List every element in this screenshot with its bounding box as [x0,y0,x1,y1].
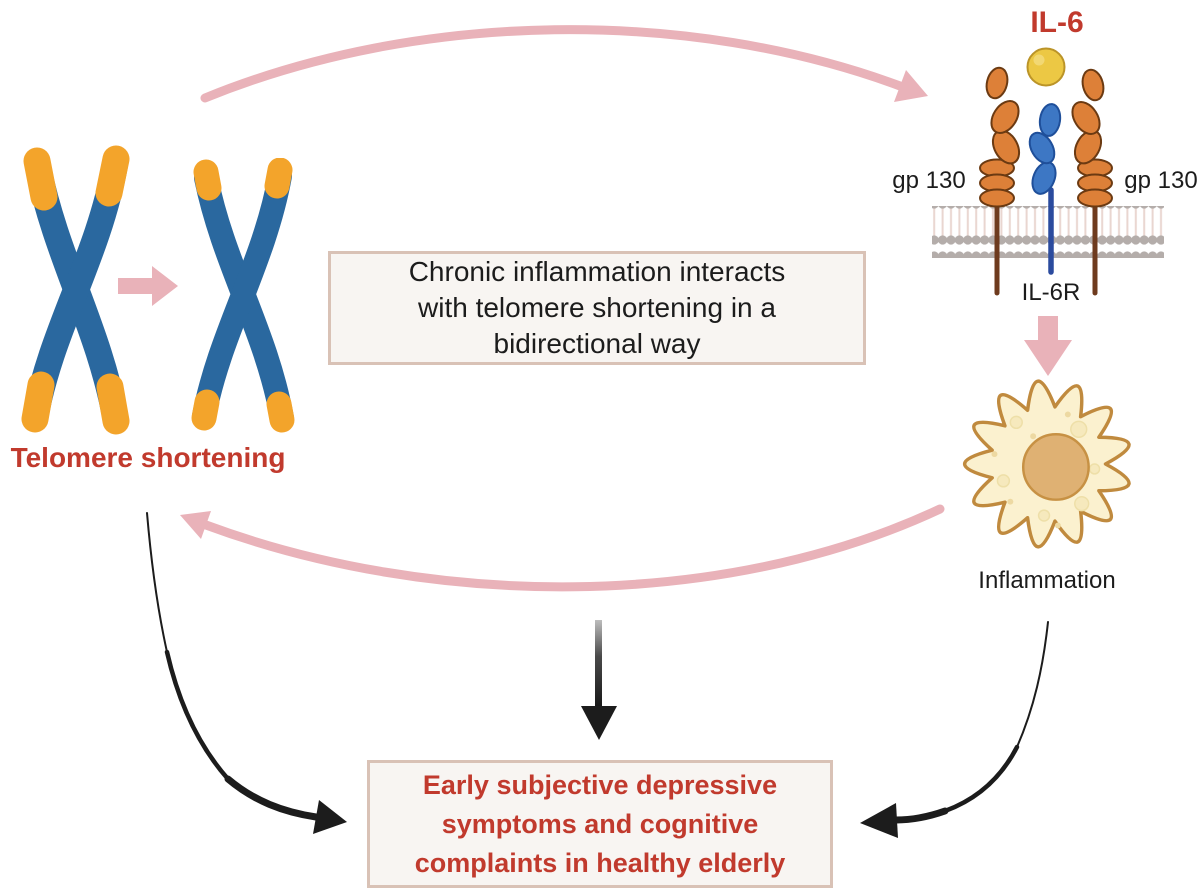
gp130-right-label: gp 130 [1124,167,1198,194]
center-box-line: with telomere shortening in a [418,292,776,323]
cell-granules [991,411,1071,529]
il6-receptor-complex-icon [932,47,1164,296]
black-curved-arrow-left-icon [146,512,347,834]
black-straight-arrow-icon [581,620,617,740]
pink-block-arrow-right-icon [118,266,178,306]
inflammation-cell-icon [962,379,1131,549]
outcome-box-line: complaints in healthy elderly [414,847,786,878]
il6-cytokine-ball-icon [1026,47,1066,87]
outcome-box-line: symptoms and cognitive [441,808,759,839]
chronic-inflammation-box: Chronic inflammation interacts with telo… [328,251,866,365]
outcome-box: Early subjective depressive symptoms and… [367,760,833,888]
center-box-line: bidirectional way [493,328,701,359]
gp130-left-label: gp 130 [892,167,966,194]
il6-label: IL-6 [1030,6,1084,39]
il6r-chain-icon [1028,103,1062,195]
chromosome-short-telomeres-icon [191,158,295,433]
black-curved-arrow-right-icon [860,621,1049,838]
chromosome-long-telomeres-icon [21,145,130,435]
pink-curved-arrow-left-icon [180,504,945,592]
gp130-left-chain-icon [979,66,1021,208]
pink-block-arrow-down-icon [1024,316,1072,376]
cell-nucleus [1021,433,1090,501]
telomere-shortening-label: Telomere shortening [10,442,286,473]
pink-curved-arrow-right-icon [200,25,928,103]
inflammation-label: Inflammation [978,567,1116,594]
gp130-right-chain-icon [1071,68,1113,208]
lipid-bilayer-membrane-icon [932,206,1164,258]
il6r-label: IL-6R [1021,279,1081,306]
center-box-line: Chronic inflammation interacts [408,256,786,287]
outcome-box-line: Early subjective depressive [422,769,778,800]
